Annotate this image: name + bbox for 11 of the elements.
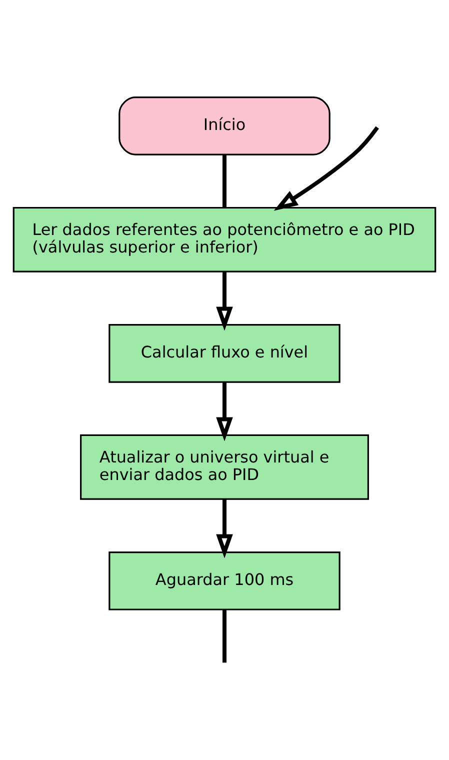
node-box: Ler dados referentes ao potenciômetro e ao PID (válvulas superior e inferior) [12, 206, 436, 272]
node-box: Atualizar o universo virtual e enviar dados ao PID [80, 434, 369, 500]
node-box: Calcular fluxo e nível [108, 324, 340, 382]
arrow [274, 126, 379, 210]
node-box: Aguardar 100 ms [108, 551, 340, 610]
arrow [216, 271, 233, 330]
connector [222, 609, 226, 662]
node-box: Início [118, 96, 330, 155]
arrow [216, 382, 233, 441]
connector [222, 154, 226, 208]
arrow [216, 498, 233, 558]
